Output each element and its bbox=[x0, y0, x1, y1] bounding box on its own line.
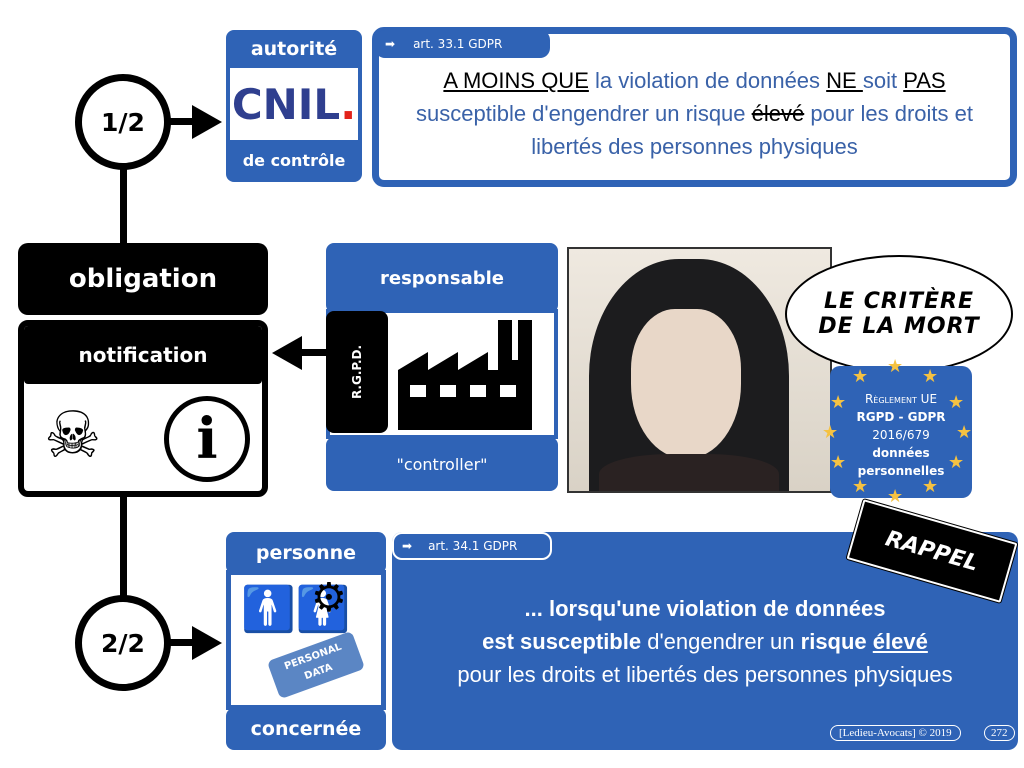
text-segment: risque bbox=[800, 629, 873, 654]
art34-tab: ➡ art. 34.1 GDPR bbox=[392, 532, 552, 560]
person-sublabel: concernée bbox=[226, 708, 386, 750]
star-icon: ★ bbox=[830, 452, 847, 473]
bubble-line: LE CRITÈRE bbox=[824, 289, 974, 314]
speech-bubble: LE CRITÈRE DE LA MORT bbox=[785, 255, 1013, 373]
art34-box: ➡ art. 34.1 GDPR ... lorsqu'une violation… bbox=[392, 532, 1018, 750]
text-segment: A MOINS QUE bbox=[443, 68, 589, 93]
gears-icon: ⚙ bbox=[311, 575, 347, 621]
controller-label: responsable bbox=[326, 243, 558, 313]
star-icon: ★ bbox=[922, 366, 939, 387]
arrow-left-icon bbox=[272, 336, 302, 370]
text-segment: élevé bbox=[872, 629, 928, 654]
text-segment: susceptible d'engendrer un risque bbox=[416, 101, 752, 126]
text-segment: la violation de données bbox=[588, 68, 827, 93]
person-label: personne bbox=[226, 532, 386, 574]
text-segment: d'engendrer un bbox=[641, 629, 801, 654]
footer-credit: [Ledieu-Avocats] © 2019 bbox=[830, 725, 961, 741]
art33-tab: ➡ art. 33.1 GDPR bbox=[375, 30, 550, 58]
page-number: 272 bbox=[984, 725, 1015, 741]
star-icon: ★ bbox=[852, 476, 869, 497]
pirate-skull-icon: ☠ bbox=[44, 399, 102, 473]
authority-label: autorité bbox=[250, 38, 338, 60]
arrow-right-icon: ➡ bbox=[402, 539, 413, 553]
cnil-logo-dot: . bbox=[340, 79, 357, 129]
art33-text: A MOINS QUE la violation de données NE s… bbox=[409, 64, 980, 163]
text-segment: élevé bbox=[751, 101, 805, 126]
step-1-circle: 1/2 bbox=[75, 74, 171, 170]
star-icon: ★ bbox=[922, 476, 939, 497]
star-icon: ★ bbox=[948, 392, 965, 413]
art34-ref: art. 34.1 GDPR bbox=[428, 539, 518, 553]
eu-regulation-badge: Règlement UE RGPD - GDPR 2016/679 donnée… bbox=[822, 358, 973, 506]
eu-line: personnelles bbox=[857, 464, 945, 478]
cnil-logo: CNIL. bbox=[230, 68, 358, 140]
star-icon: ★ bbox=[830, 392, 847, 413]
rgpd-tab: R.G.P.D. bbox=[326, 311, 388, 433]
rgpd-label: R.G.P.D. bbox=[349, 344, 364, 400]
eu-line: données bbox=[872, 446, 930, 460]
authority-sublabel: de contrôle bbox=[242, 150, 346, 170]
cnil-logo-text: CNIL bbox=[231, 79, 341, 129]
people-icon: 🚹🚺 bbox=[241, 584, 351, 635]
controller-sublabel: "controller" bbox=[326, 437, 558, 491]
text-line: pour les droits et libertés des personne… bbox=[457, 662, 953, 687]
robe-shape bbox=[599, 454, 779, 491]
bubble-line: DE LA MORT bbox=[818, 314, 980, 339]
star-icon: ★ bbox=[887, 486, 904, 507]
text-segment: pour les droits et libertés des personne… bbox=[531, 101, 973, 159]
arrow bbox=[170, 639, 195, 646]
obligation-label: obligation bbox=[18, 243, 268, 315]
arrow-right-icon bbox=[192, 626, 222, 660]
text-segment: PAS bbox=[903, 68, 946, 93]
eu-line: RGPD - GDPR bbox=[856, 410, 946, 424]
art33-ref: art. 33.1 GDPR bbox=[413, 37, 503, 51]
notification-label: notification bbox=[24, 326, 262, 384]
eu-line: 2016/679 bbox=[872, 428, 930, 442]
text-line: ... lorsqu'une violation de données bbox=[524, 596, 886, 621]
star-icon: ★ bbox=[852, 366, 869, 387]
text-segment: est susceptible bbox=[482, 629, 642, 654]
text-segment: soit bbox=[862, 68, 904, 93]
controller-card: responsable R.G.P.D. "controller" bbox=[326, 243, 558, 491]
arrow-right-icon: ➡ bbox=[385, 37, 396, 51]
art33-box: ➡ art. 33.1 GDPR A MOINS QUE la violation… bbox=[372, 27, 1017, 187]
timeline-line bbox=[120, 492, 127, 602]
art34-text: ... lorsqu'une violation de données est … bbox=[392, 592, 1018, 691]
star-icon: ★ bbox=[948, 452, 965, 473]
star-icon: ★ bbox=[822, 422, 839, 443]
authority-card: autorité CNIL. de contrôle bbox=[226, 30, 362, 182]
step-2-circle: 2/2 bbox=[75, 595, 171, 691]
timeline-line bbox=[120, 165, 127, 245]
face-shape bbox=[631, 309, 741, 459]
arrow bbox=[300, 349, 326, 356]
text-segment: NE bbox=[826, 68, 863, 93]
arrow bbox=[170, 118, 195, 125]
factory-icon bbox=[398, 320, 532, 430]
star-icon: ★ bbox=[887, 356, 904, 377]
info-icon: i bbox=[164, 396, 250, 482]
notification-card: notification ☠ i bbox=[18, 320, 268, 497]
eu-line: Règlement UE bbox=[864, 392, 938, 406]
star-icon: ★ bbox=[956, 422, 973, 443]
arrow-right-icon bbox=[192, 105, 222, 139]
comic-illustration bbox=[567, 247, 832, 493]
